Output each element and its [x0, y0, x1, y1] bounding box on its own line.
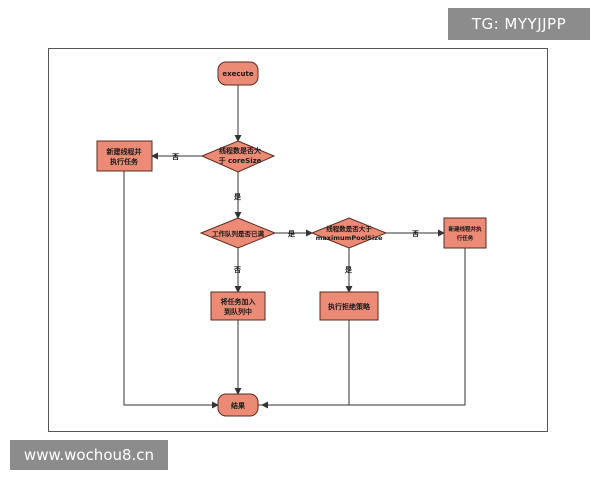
label-core-no: 否 — [171, 153, 179, 161]
decision-queue-node — [199, 217, 277, 249]
decision-max-node — [310, 217, 388, 249]
task-right-label-1: 新建线程并执 — [448, 225, 482, 233]
decision-max-label-2: maximumPoolSize — [316, 234, 383, 242]
decision-max-label-1: 线程数是否大于 — [326, 224, 372, 233]
label-max-no: 否 — [411, 230, 419, 238]
end-node — [217, 393, 259, 417]
start-node — [217, 61, 259, 86]
start-label: execute — [222, 70, 253, 78]
edge-reject-to-end — [258, 320, 350, 406]
watermark-bottom: www.wochou8.cn — [10, 440, 168, 470]
enqueue-node — [210, 291, 266, 321]
diagram-frame — [48, 48, 548, 432]
edge-left-to-end — [123, 171, 219, 409]
end-label: 结果 — [230, 401, 245, 410]
task-right-label-2: 行任务 — [456, 234, 474, 242]
decision-core-node — [200, 140, 276, 173]
decision-core-label-2: 于 coreSize — [219, 157, 262, 165]
label-queue-no: 否 — [233, 266, 241, 274]
reject-node — [319, 291, 379, 321]
watermark-top: TG: MYYJJPP — [448, 8, 590, 40]
task-left-label-2: 执行任务 — [110, 157, 139, 166]
edges — [123, 85, 466, 409]
label-max-yes: 是 — [344, 265, 353, 274]
task-left-node — [96, 140, 153, 172]
nodes — [96, 61, 487, 417]
reject-label: 执行拒绝策略 — [328, 302, 371, 311]
decision-core-label-1: 线程数是否大 — [219, 146, 261, 155]
edge-right-to-end — [261, 248, 466, 409]
task-right-node — [443, 217, 487, 249]
enqueue-label-1: 将任务加入 — [221, 297, 256, 306]
decision-queue-label: 工作队列是否已满 — [212, 229, 265, 238]
label-core-yes: 是 — [233, 192, 242, 201]
label-queue-yes: 是 — [287, 229, 296, 238]
enqueue-label-2: 到队列中 — [224, 307, 252, 316]
task-left-label-1: 新建线程并 — [107, 147, 142, 156]
